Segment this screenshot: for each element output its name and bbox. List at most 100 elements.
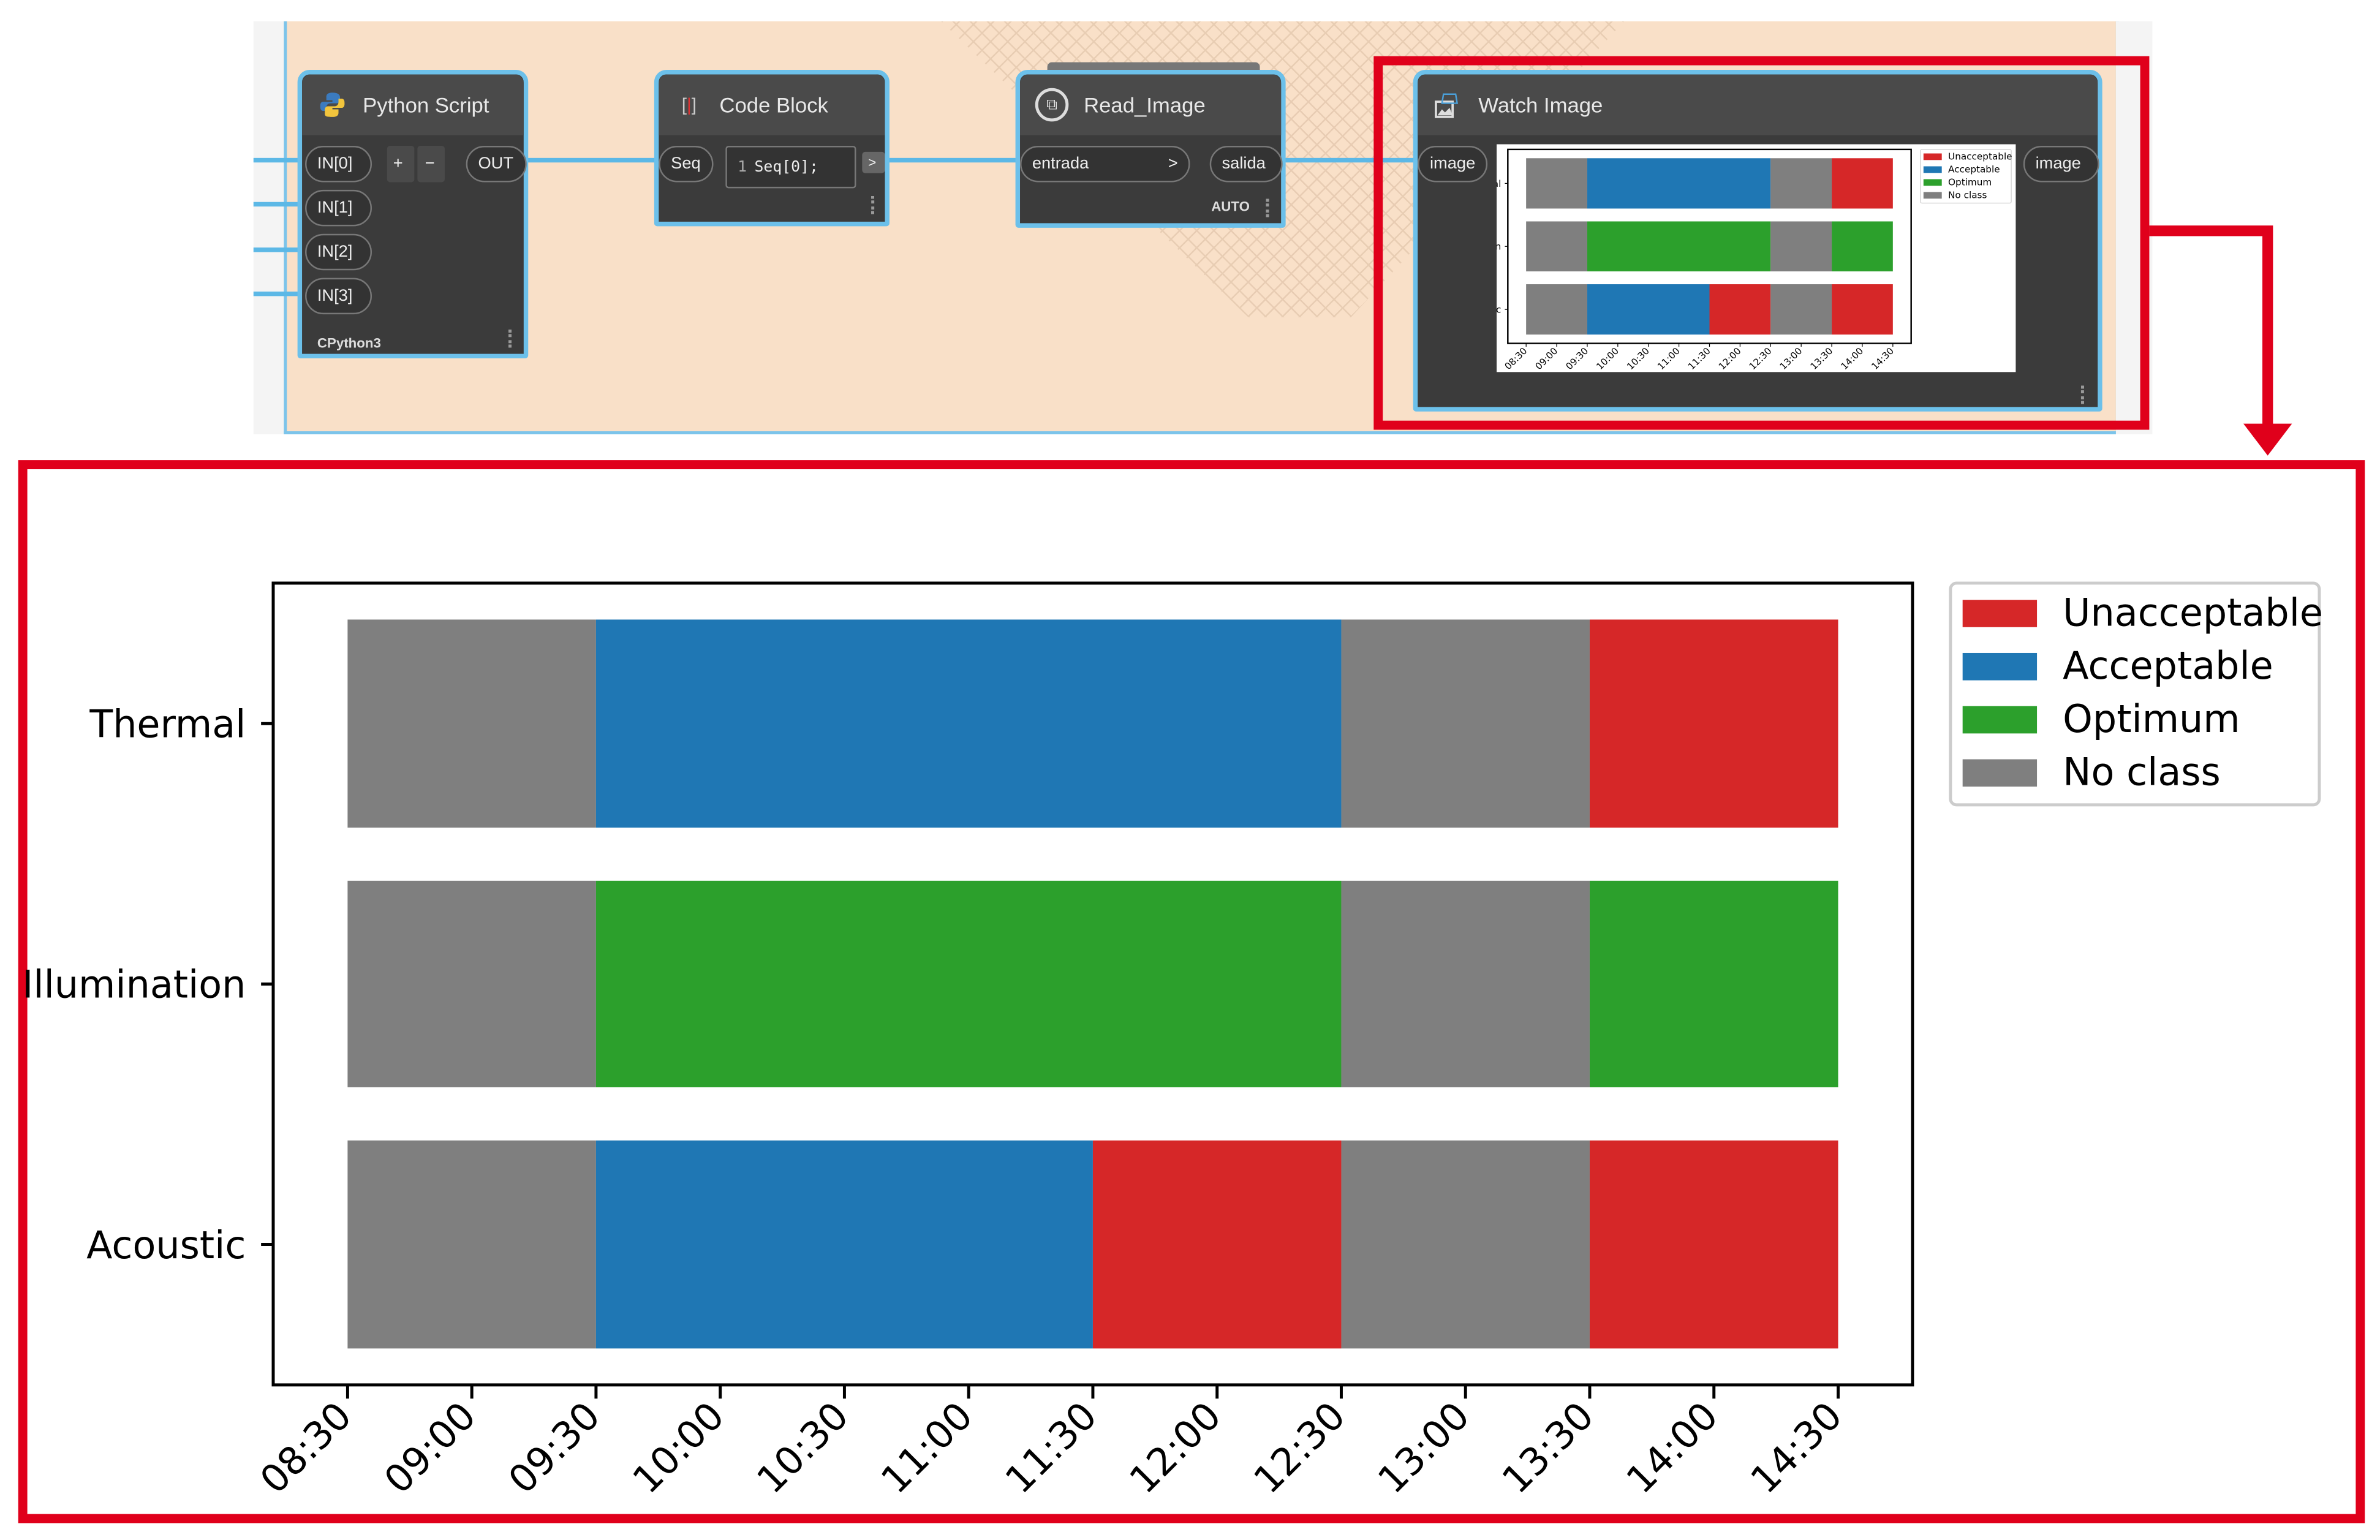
legend-swatch: [1923, 179, 1942, 186]
python-script-node[interactable]: Python Script IN[0] IN[1] IN[2] IN[3] + …: [297, 70, 529, 359]
x-tick-label: 13:00: [1369, 1393, 1478, 1502]
output-port-salida[interactable]: salida: [1209, 145, 1283, 183]
legend: [1949, 581, 2321, 807]
legend-label: Unacceptable: [2063, 590, 2323, 635]
input-port-entrada[interactable]: entrada >: [1020, 145, 1190, 183]
bar-segment-unacceptable: [1589, 619, 1838, 828]
legend-label: Acceptable: [1948, 164, 2000, 175]
bar-segment-acceptable: [595, 1140, 1093, 1349]
node-menu-icon[interactable]: [508, 329, 515, 348]
legend-label: No class: [1948, 190, 1987, 201]
watch-image-preview: ThermalIlluminationAcoustic08:3009:0009:…: [1497, 144, 2016, 372]
legend-swatch: [1962, 759, 2038, 787]
custom-node-icon: ⧉: [1035, 88, 1069, 122]
node-title: Python Script: [363, 92, 489, 117]
y-tick-label: Illumination: [1497, 241, 1501, 252]
python-icon: [317, 89, 348, 120]
legend-swatch: [1923, 166, 1942, 173]
engine-label[interactable]: CPython3: [317, 335, 381, 351]
output-port-image[interactable]: image: [2023, 145, 2099, 183]
input-port-in0[interactable]: IN[0]: [305, 145, 372, 183]
x-tick-label: 14:00: [1617, 1393, 1726, 1502]
y-tick-label: Thermal: [1497, 178, 1501, 189]
bar-segment-unacceptable: [1832, 158, 1893, 209]
output-port[interactable]: >: [862, 151, 885, 173]
code-block-node[interactable]: [|] Code Block Seq 1 Seq[0]; >: [654, 70, 890, 227]
code-editor[interactable]: 1 Seq[0];: [725, 145, 856, 189]
legend-label: Optimum: [1948, 177, 1992, 188]
bar-segment-no-class: [1770, 221, 1832, 272]
chevron-right-icon: >: [1168, 154, 1178, 173]
legend-label: Optimum: [2063, 696, 2240, 741]
bar-segment-no-class: [1341, 619, 1590, 828]
x-tick-label: 11:30: [997, 1393, 1106, 1502]
lacing-label[interactable]: AUTO: [1211, 198, 1250, 214]
node-title: Watch Image: [1478, 92, 1603, 117]
x-tick-label: 09:00: [376, 1393, 485, 1502]
node-menu-icon[interactable]: [871, 195, 877, 214]
bar-segment-no-class: [347, 1140, 596, 1349]
y-tick-label: Illumination: [22, 962, 246, 1007]
wire-readimage-to-watch[interactable]: [1284, 157, 1418, 163]
x-tick-label: 10:30: [748, 1393, 857, 1502]
wire-in2[interactable]: [253, 247, 303, 252]
y-tick-label: Thermal: [89, 702, 246, 747]
bar-segment-optimum: [1589, 880, 1838, 1087]
legend-swatch: [1962, 600, 2038, 627]
node-title: Code Block: [719, 92, 828, 117]
wire-in1[interactable]: [253, 202, 303, 207]
remove-input-button[interactable]: −: [417, 145, 445, 183]
legend-swatch: [1923, 192, 1942, 199]
y-tick-label: Acoustic: [86, 1223, 246, 1267]
legend-swatch: [1923, 153, 1942, 160]
bar-segment-no-class: [1526, 284, 1587, 335]
bar-segment-acceptable: [595, 619, 1342, 828]
node-menu-icon[interactable]: [2080, 385, 2087, 404]
input-port-seq[interactable]: Seq: [659, 145, 714, 183]
bar-segment-no-class: [1341, 880, 1590, 1087]
node-header[interactable]: ⧉ Read_Image: [1020, 74, 1282, 135]
input-port-in2[interactable]: IN[2]: [305, 233, 372, 271]
port-label: entrada: [1032, 154, 1089, 173]
bar-segment-unacceptable: [1832, 284, 1893, 335]
watch-image-icon: [1433, 89, 1464, 120]
x-tick-label: 11:00: [872, 1393, 981, 1502]
line-number: 1: [738, 159, 747, 176]
x-tick-label: 12:00: [1120, 1393, 1230, 1502]
bar-segment-acceptable: [1587, 284, 1710, 335]
wire-codeblock-to-readimage[interactable]: [888, 157, 1019, 163]
wire-in3[interactable]: [253, 291, 303, 296]
x-tick-label: 12:30: [1245, 1393, 1354, 1502]
bar-segment-unacceptable: [1589, 1140, 1838, 1349]
node-menu-icon[interactable]: [1266, 198, 1272, 217]
node-header[interactable]: Watch Image: [1418, 74, 2098, 135]
input-port-image[interactable]: image: [1418, 145, 1488, 183]
y-tick-label: Acoustic: [1497, 304, 1501, 315]
bar-segment-no-class: [347, 880, 596, 1087]
wire-python-to-codeblock[interactable]: [526, 157, 657, 163]
read-image-node[interactable]: ⧉ Read_Image entrada > salida AUTO: [1015, 70, 1286, 228]
wire-in0[interactable]: [253, 157, 303, 163]
node-tab: [1047, 62, 1260, 72]
x-tick-label: 08:30: [251, 1393, 360, 1502]
node-header[interactable]: [|] Code Block: [659, 74, 885, 135]
code-text[interactable]: Seq[0];: [754, 159, 818, 176]
highlight-box-chart: [18, 460, 2365, 1523]
bar-segment-no-class: [1526, 158, 1587, 209]
node-title: Read_Image: [1084, 92, 1206, 117]
add-input-button[interactable]: +: [387, 145, 415, 183]
x-tick-label: 09:30: [500, 1393, 609, 1502]
x-tick-label: 13:30: [1494, 1393, 1603, 1502]
code-block-icon: [|]: [681, 94, 697, 116]
input-port-in3[interactable]: IN[3]: [305, 277, 372, 315]
output-port-out[interactable]: OUT: [466, 145, 527, 183]
bar-segment-no-class: [1341, 1140, 1590, 1349]
input-port-in1[interactable]: IN[1]: [305, 189, 372, 227]
bar-segment-unacceptable: [1092, 1140, 1342, 1349]
bar-segment-optimum: [595, 880, 1342, 1087]
connector-line: [2149, 225, 2273, 429]
x-tick-label: 10:00: [624, 1393, 733, 1502]
node-header[interactable]: Python Script: [302, 74, 524, 135]
